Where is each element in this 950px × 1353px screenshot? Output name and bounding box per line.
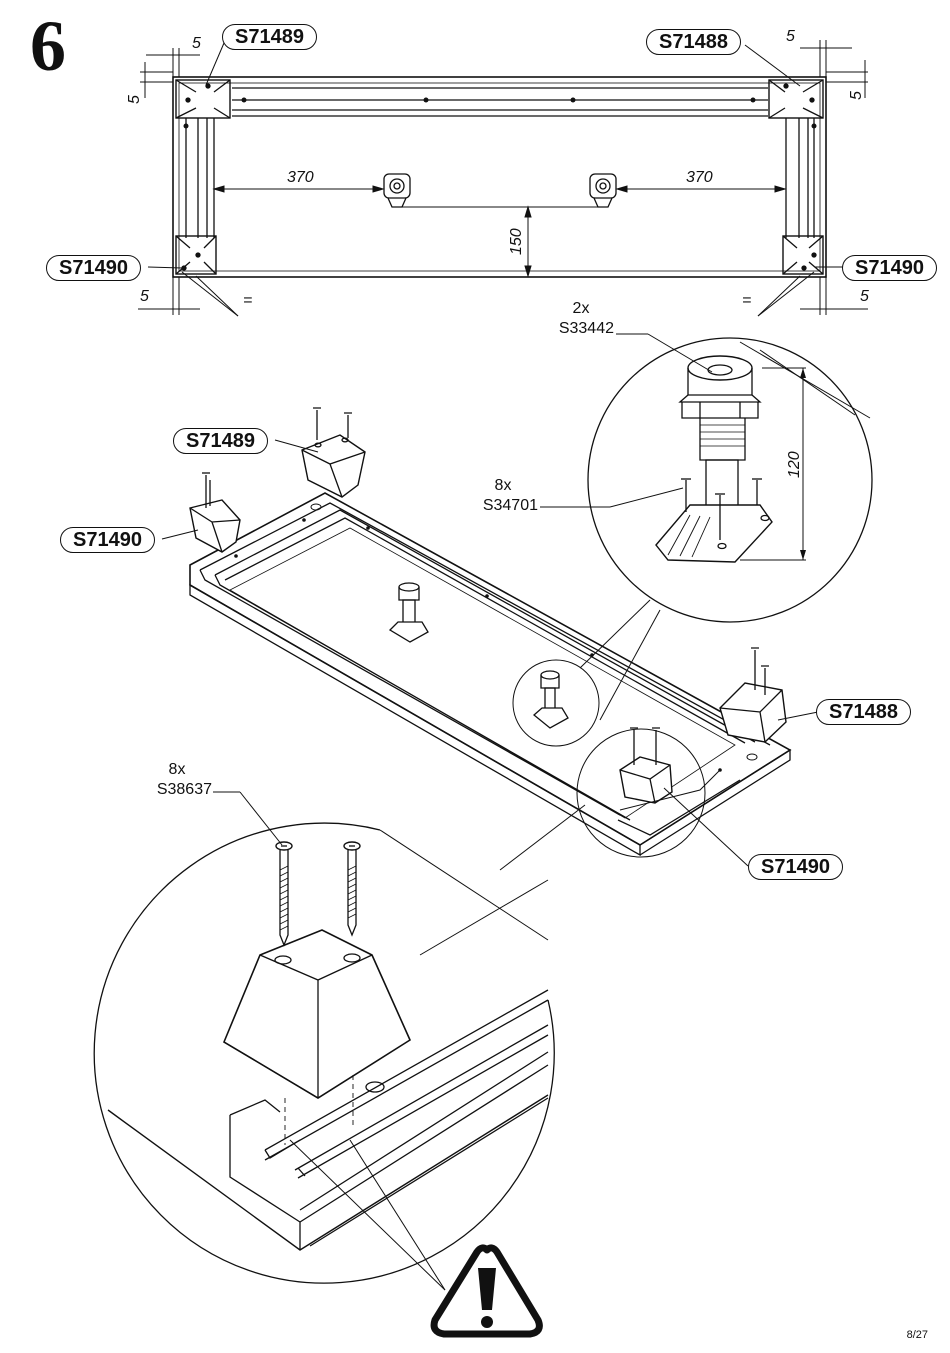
iso-block-front [617, 727, 741, 836]
part-label-iso-front: S71490 [748, 854, 843, 880]
page-number: 8/27 [906, 1329, 928, 1341]
leg-screw-code: S34701 [482, 497, 538, 514]
dim-leg-height: 120 [786, 451, 803, 478]
dim-right-distance: 370 [686, 169, 713, 186]
part-label-iso-back: S71489 [173, 428, 268, 454]
plan-leg-right [589, 173, 617, 208]
plan-view [138, 40, 868, 317]
iso-block-back [301, 407, 366, 498]
leg-screw-qty: 8x [494, 477, 512, 494]
iso-block-left [189, 472, 241, 553]
iso-block-right [719, 647, 787, 743]
block-screw-code: S38637 [156, 781, 212, 798]
plan-block-front-left [175, 235, 217, 275]
dim-left-distance: 370 [287, 169, 314, 186]
dim-offset-bottom-left: 5 [140, 288, 149, 305]
part-label-bottom-left: S71490 [46, 255, 141, 281]
dim-offset-top-right-v: 5 [848, 91, 865, 100]
leg-qty: 2x [572, 300, 590, 317]
block-screw-qty: 8x [168, 761, 186, 778]
part-label-iso-left: S71490 [60, 527, 155, 553]
iso-leg-2 [512, 659, 600, 747]
plan-leg-left [383, 173, 411, 208]
dim-offset-top-left-h: 5 [192, 35, 201, 52]
step-number: 6 [30, 6, 66, 86]
plan-block-back-right [768, 79, 824, 119]
plan-block-back-left [175, 79, 231, 119]
warning-triangle-icon [430, 1244, 543, 1338]
dim-equal-right: = [742, 292, 752, 309]
dim-offset-top-right-h: 5 [786, 28, 795, 45]
leg-screw-callout: 8x S34701 [468, 476, 538, 516]
block-screw-callout: 8x S38637 [142, 760, 212, 800]
block-screw-left [275, 841, 293, 947]
dim-depth: 150 [508, 228, 525, 255]
dim-equal-left: = [243, 292, 253, 309]
dim-offset-bottom-right: 5 [860, 288, 869, 305]
part-label-top-right: S71488 [646, 29, 741, 55]
part-label-bottom-right: S71490 [842, 255, 937, 281]
leg-detail [540, 333, 873, 623]
isometric-view [161, 407, 819, 867]
part-label-top-left: S71489 [222, 24, 317, 50]
block-detail [93, 791, 586, 1291]
part-label-iso-right: S71488 [816, 699, 911, 725]
plan-block-front-right [782, 235, 824, 275]
leg-callout: 2x S33442 [548, 299, 614, 339]
iso-leg-1 [388, 582, 429, 643]
leg-code: S33442 [558, 320, 614, 337]
block-screw-right [343, 841, 361, 937]
dim-offset-top-left-v: 5 [126, 95, 143, 104]
